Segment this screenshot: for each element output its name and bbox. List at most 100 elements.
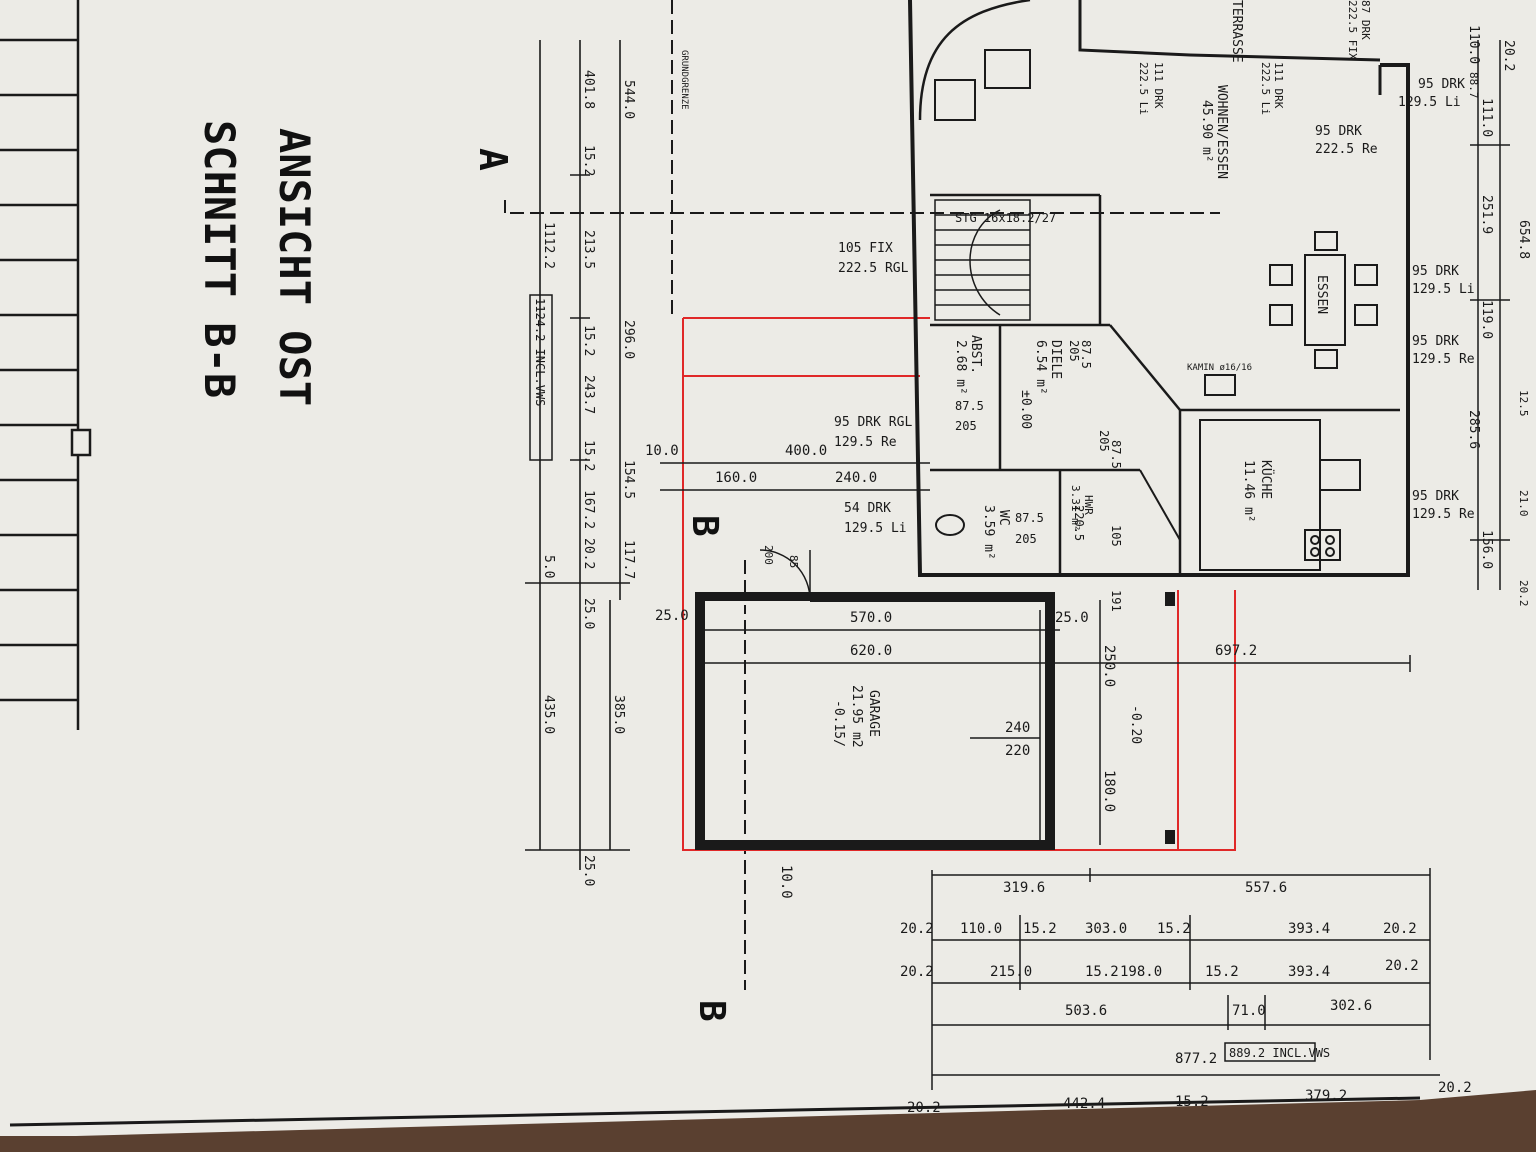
dim-label: 10.0 <box>778 865 794 899</box>
dim-label: 205 <box>1097 430 1111 452</box>
dim-label: 20.2 <box>1383 921 1417 937</box>
terrace-curve <box>918 0 1031 121</box>
dim-label: 25.0 <box>581 598 596 629</box>
window-label: 129.5 Re <box>1412 507 1475 522</box>
dim-label: 20.2 <box>581 538 596 569</box>
mid-dimension-lines <box>660 462 1411 845</box>
window-label: 95 DRK RGL <box>834 415 912 430</box>
bottom-dimension-labels: 319.6 557.6 20.2 110.0 15.2 303.0 15.2 3… <box>900 880 1472 1116</box>
room-name: ABST. <box>968 335 983 374</box>
dim-label: 570.0 <box>850 610 892 626</box>
dim-label: 191 <box>1109 590 1123 612</box>
dim-label: 156.0 <box>1479 530 1494 569</box>
dim-label: 87.5 <box>1015 511 1044 525</box>
window-label: 222.5 Re <box>1315 142 1378 157</box>
room-area: 3.59 m² <box>981 505 996 560</box>
dim-label: 205 <box>1067 340 1081 362</box>
dim-label: 117.7 <box>621 540 636 579</box>
dim-label: 15.2 <box>1205 964 1239 980</box>
dim-label: 20.2 <box>900 921 934 937</box>
lounge-chair <box>984 49 1031 89</box>
house-walls <box>908 0 1410 577</box>
dim-label: 220.5 <box>1072 505 1086 541</box>
window-label: 95 DRK <box>1418 77 1465 92</box>
dim-label: 250.0 <box>1101 645 1117 687</box>
chimney <box>1204 374 1236 396</box>
room-area: 21.95 m2 <box>849 685 864 748</box>
dim-label: 20.2 <box>900 964 934 980</box>
staircase <box>934 199 1031 321</box>
dim-label: 303.0 <box>1085 921 1127 937</box>
dim-label: 243.7 <box>581 375 596 414</box>
dim-label: 215.0 <box>990 964 1032 980</box>
dim-label: 87.5 <box>1109 440 1123 469</box>
left-dimension-lines <box>525 40 630 870</box>
title-ansicht-ost: ANSICHT OST <box>270 128 319 406</box>
room-name: WOHNEN/ESSEN <box>1214 85 1229 179</box>
table-edge <box>0 1136 1536 1152</box>
room-area: 2.68 m² <box>953 340 968 395</box>
dim-label: 85 <box>787 555 800 568</box>
dim-label: 251.9 <box>1479 195 1494 234</box>
left-rule-strip <box>0 0 92 730</box>
window-label: 129.5 Li <box>1412 282 1475 297</box>
window-label: 105 FIX <box>838 241 893 256</box>
dim-label: 21.0 <box>1517 490 1530 517</box>
window-label: 129.5 Re <box>1412 352 1475 367</box>
dim-label: 877.2 <box>1175 1051 1217 1067</box>
window-label: 95 DRK <box>1315 124 1362 139</box>
window-label: 95 DRK <box>1412 334 1459 349</box>
dim-label: 12.5 <box>1517 390 1530 417</box>
room-level: -0.15/ <box>831 700 846 747</box>
dim-label: 110.0 <box>1466 25 1481 64</box>
dim-label: 296.0 <box>621 320 636 359</box>
dim-label: 15.2 <box>1157 921 1191 937</box>
dim-label: 71.0 <box>1232 1003 1266 1019</box>
room-level: -0.20 <box>1128 705 1143 744</box>
window-label: 129.5 Li <box>1398 95 1461 110</box>
title-schnitt-bb: SCHNITT B-B <box>195 120 244 398</box>
room-name: TERRASSE <box>1229 0 1244 63</box>
dim-label: 200 <box>762 545 775 565</box>
dim-label: 240 <box>1005 720 1030 736</box>
wc-fixture <box>935 514 965 536</box>
left-dimension-labels: 544.0 296.0 154.5 117.7 385.0 401.8 15.2… <box>533 70 636 886</box>
dining-table <box>1269 231 1378 369</box>
room-name: HWR <box>1082 495 1095 515</box>
dim-label: 503.6 <box>1065 1003 1107 1019</box>
section-marker-a: A <box>471 148 515 171</box>
room-area: 11.46 m² <box>1241 460 1256 523</box>
right-dimension-labels: 110.0 20.2 88.7 111.0 251.9 119.0 285.6 … <box>1466 25 1531 607</box>
dim-label: 25.0 <box>581 855 596 886</box>
room-name: ESSEN <box>1314 275 1329 314</box>
dim-label: 119.0 <box>1479 300 1494 339</box>
window-label: 222.5 Li <box>1259 62 1272 115</box>
room-name: DIELE <box>1048 340 1063 379</box>
dim-label: 15.2 <box>581 440 596 471</box>
room-area: 3.31 m² <box>1069 485 1082 531</box>
room-name: GARAGE <box>866 690 881 737</box>
dim-label: 544.0 <box>621 80 636 119</box>
window-labels: 95 DRK 129.5 Li 95 DRK 222.5 Re 95 DRK 1… <box>834 0 1475 536</box>
dim-label: 393.4 <box>1288 921 1330 937</box>
dim-label: 160.0 <box>715 470 757 486</box>
bottom-dimension-lines <box>931 868 1440 1090</box>
dim-label: 889.2 INCL.VWS <box>1229 1046 1330 1060</box>
dim-label: 20.2 <box>1438 1080 1472 1096</box>
window-label: 222.5 FIX <box>1346 0 1359 60</box>
dim-label: 240.0 <box>835 470 877 486</box>
dim-label: 379.2 <box>1305 1088 1347 1104</box>
room-labels: TERRASSE WOHNEN/ESSEN 45.90 m² ESSEN KÜC… <box>831 0 1329 748</box>
window-label: 129.5 Li <box>844 521 907 536</box>
dim-label: 442.4 <box>1063 1096 1105 1112</box>
dim-label: 180.0 <box>1101 770 1117 812</box>
window-label: 111 DRK <box>1152 62 1165 109</box>
dim-label: 1112.2 <box>541 222 556 269</box>
dim-label: 620.0 <box>850 643 892 659</box>
dim-label: 15.2 <box>581 145 596 176</box>
lounge-chair <box>934 79 976 121</box>
garage-walls <box>695 549 1055 850</box>
stair-label: STG 16x18.2/27 <box>955 211 1056 225</box>
dim-label: 111.0 <box>1479 98 1494 137</box>
